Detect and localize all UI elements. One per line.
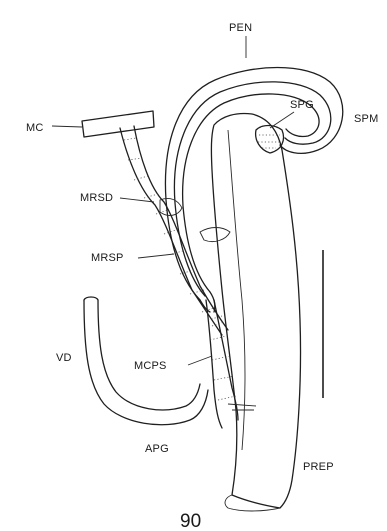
label-mrsp: MRSP [91,252,124,264]
leader-spg [270,112,294,128]
label-mcps: MCPS [134,360,167,372]
preputium-outline [211,113,300,508]
vas-deferens-inner [98,300,200,410]
label-spg: SPG [290,99,314,111]
label-mrsd: MRSD [80,192,113,204]
label-mc: MC [26,122,44,134]
mcps-attachment [228,404,256,410]
leader-mcps [188,356,212,365]
mcps-strand-1 [206,300,222,428]
label-vd: VD [56,352,72,364]
leader-mc [52,126,82,127]
label-prep: PREP [303,461,334,473]
label-pen: PEN [229,22,252,34]
mcps-strand-2 [214,300,238,420]
preputium-inner-line [228,130,245,450]
retractor-muscle-texture [124,138,224,326]
label-apg: APG [145,443,169,455]
vas-deferens-cap [84,297,98,300]
penis-loop-inner [183,94,319,292]
preputium-base-flap [225,495,280,511]
penis-loop-outer [165,68,342,301]
leader-mrsp [138,254,174,258]
figure-number: 90 [180,511,201,531]
label-spm: SPM [354,113,378,125]
mc-bar [82,111,154,137]
mrsp-bundle [200,228,230,242]
